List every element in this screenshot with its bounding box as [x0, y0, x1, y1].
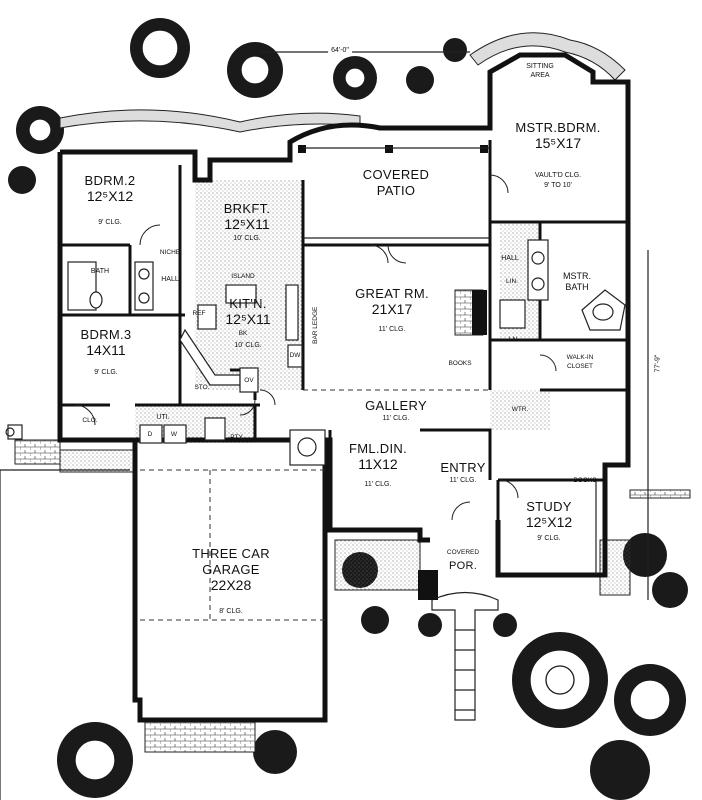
sitting-name: SITTING: [526, 63, 554, 70]
master-clg: VAULT'D CLG.: [534, 172, 582, 179]
dimension-depth: 77'-9": [654, 354, 662, 373]
garage-name2: GARAGE: [202, 562, 260, 577]
garage-name: THREE CAR: [192, 546, 270, 561]
bdrm3-clg: 9' CLG.: [94, 369, 118, 376]
room-covered-porch: COVERED POR.: [446, 549, 480, 572]
walkin-name2: CLOSET: [566, 362, 594, 370]
label-ref: REF: [192, 310, 206, 317]
room-master-bedroom: MSTR.BDRM. 15⁵X17 VAULT'D CLG. 9' TO 10': [515, 121, 600, 189]
room-great-room: GREAT RM. 21X17 11' CLG.: [355, 287, 429, 333]
room-breakfast: BRKFT. 12⁵X11 10' CLG.: [224, 202, 271, 242]
patio-name2: PATIO: [376, 183, 416, 198]
bkft-name: BRKFT.: [223, 201, 271, 216]
sitting-name2: AREA: [530, 72, 550, 79]
label-bk: BK: [238, 330, 248, 337]
fmldin-size: 11X12: [358, 456, 398, 472]
label-uti: UTI.: [156, 414, 170, 421]
bkft-clg: 10' CLG.: [233, 235, 261, 242]
porch-name: COVERED: [446, 549, 480, 556]
room-garage: THREE CAR GARAGE 22X28 8' CLG.: [192, 547, 270, 615]
bdrm2-size: 12⁵X12: [86, 188, 134, 204]
garage-clg: 8' CLG.: [219, 608, 243, 615]
fixtures: [67, 239, 626, 575]
label-wtr: WTR.: [511, 406, 529, 413]
room-bedroom-2: BDRM.2 12⁵X12 9' CLG.: [85, 174, 136, 226]
room-sitting-area: SITTING AREA: [526, 63, 554, 79]
garage-size: 22X28: [210, 577, 252, 593]
great-size: 21X17: [371, 301, 413, 317]
doors: [74, 174, 557, 521]
fmldin-name: FML.DIN.: [348, 441, 408, 456]
label-pty: PTY.: [230, 434, 244, 441]
room-kitchen: KIT'N. 12⁵X11 10' CLG.: [225, 297, 270, 349]
room-entry: ENTRY 11' CLG.: [440, 461, 485, 484]
master-size: 15⁵X17: [534, 135, 582, 151]
kitchen-size: 12⁵X11: [225, 311, 271, 327]
mbath-name2: BATH: [565, 282, 589, 292]
study-clg: 9' CLG.: [537, 535, 561, 542]
entry-name: ENTRY: [440, 460, 486, 475]
patio-name: COVERED: [362, 167, 430, 182]
label-lin: LIN.: [506, 278, 518, 285]
kitchen-name: KIT'N.: [229, 296, 267, 311]
walkin-name: WALK-IN: [566, 354, 594, 361]
landscaping: [0, 18, 691, 800]
room-gallery: GALLERY 11' CLG.: [365, 399, 427, 422]
bdrm3-name: BDRM.3: [80, 327, 132, 342]
label-d: D: [147, 431, 153, 438]
patio-columns: [298, 145, 490, 239]
room-master-bath: MSTR. BATH: [563, 272, 591, 292]
label-dw: DW: [289, 352, 301, 359]
gallery-clg: 11' CLG.: [382, 415, 410, 422]
entry-clg: 11' CLG.: [449, 477, 477, 484]
dimension-width: 64'-0": [328, 47, 352, 54]
label-sto: STO.: [194, 384, 210, 391]
label-niche: NICHE: [159, 249, 181, 256]
label-bath: BATH: [90, 268, 110, 275]
master-clg2: 9' TO 10': [544, 182, 572, 189]
label-hall-right: HALL: [501, 255, 519, 262]
label-ln: LN.: [508, 336, 520, 343]
label-bar-ledge: BAR LEDGE: [311, 306, 319, 344]
fmldin-clg: 11' CLG.: [364, 481, 392, 488]
label-w: W: [170, 431, 178, 438]
dimension-lines: [260, 51, 649, 600]
label-hall-left: HALL: [161, 276, 179, 283]
room-covered-patio: COVERED PATIO: [363, 168, 429, 197]
room-study: STUDY 12⁵X12 9' CLG.: [526, 500, 572, 542]
bdrm2-name: BDRM.2: [84, 173, 136, 188]
label-clo: CLO.: [82, 417, 98, 424]
great-clg: 11' CLG.: [378, 326, 406, 333]
bkft-size: 12⁵X11: [224, 216, 270, 232]
label-island: ISLAND: [231, 273, 255, 280]
kitchen-clg: 10' CLG.: [234, 342, 262, 349]
mbath-name: MSTR.: [563, 271, 591, 281]
room-family-dining: FML.DIN. 11X12 11' CLG.: [349, 442, 407, 488]
master-name: MSTR.BDRM.: [515, 120, 601, 135]
study-name: STUDY: [526, 499, 572, 514]
bdrm3-size: 14X11: [86, 342, 126, 358]
label-books-study: BOOKS: [573, 477, 597, 484]
room-walk-in-closet: WALK-IN CLOSET: [566, 354, 594, 370]
great-name: GREAT RM.: [355, 286, 429, 301]
gallery-name: GALLERY: [365, 398, 427, 413]
porch-name2: POR.: [448, 559, 478, 572]
study-size: 12⁵X12: [525, 514, 573, 530]
room-bedroom-3: BDRM.3 14X11 9' CLG.: [81, 328, 132, 376]
label-ov: OV: [244, 377, 254, 384]
label-books-great: BOOKS: [448, 360, 472, 367]
bdrm2-clg: 9' CLG.: [98, 219, 122, 226]
